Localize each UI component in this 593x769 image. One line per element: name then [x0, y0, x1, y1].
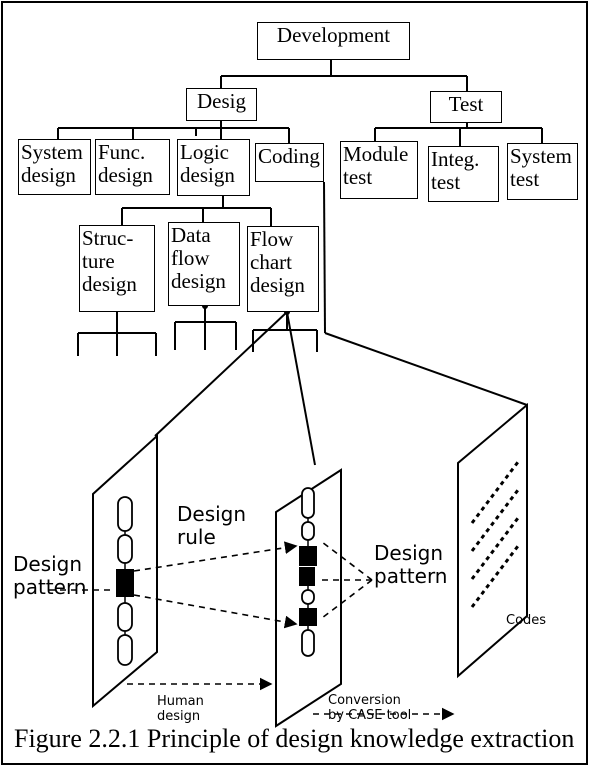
node-func-design: Func. design — [95, 139, 170, 195]
node-system-design: System design — [18, 139, 91, 195]
node-structure-design: Struc- ture design — [79, 225, 155, 312]
node-data-flow-design: Data flow design — [168, 222, 240, 306]
label-design-pattern-right: Design pattern — [374, 542, 448, 588]
node-development: Development — [257, 22, 410, 60]
node-test: Test — [430, 91, 502, 123]
node-logic-design: Logic design — [177, 139, 250, 196]
label-design-rule: Design rule — [177, 503, 246, 549]
node-flow-chart-design: Flow chart design — [247, 226, 319, 312]
label-design-pattern-left: Design pattern — [13, 553, 87, 599]
node-integ-test: Integ. test — [428, 146, 499, 202]
label-conversion: Conversion by CASE tool — [328, 694, 411, 724]
label-codes: Codes — [506, 614, 546, 629]
node-system-test: System test — [507, 143, 578, 200]
node-coding: Coding — [255, 143, 324, 182]
node-design: Desig — [186, 88, 257, 121]
figure-caption: Figure 2.2.1 Principle of design knowled… — [14, 724, 574, 754]
node-module-test: Module test — [340, 141, 418, 199]
label-human-design: Human design — [157, 695, 204, 725]
